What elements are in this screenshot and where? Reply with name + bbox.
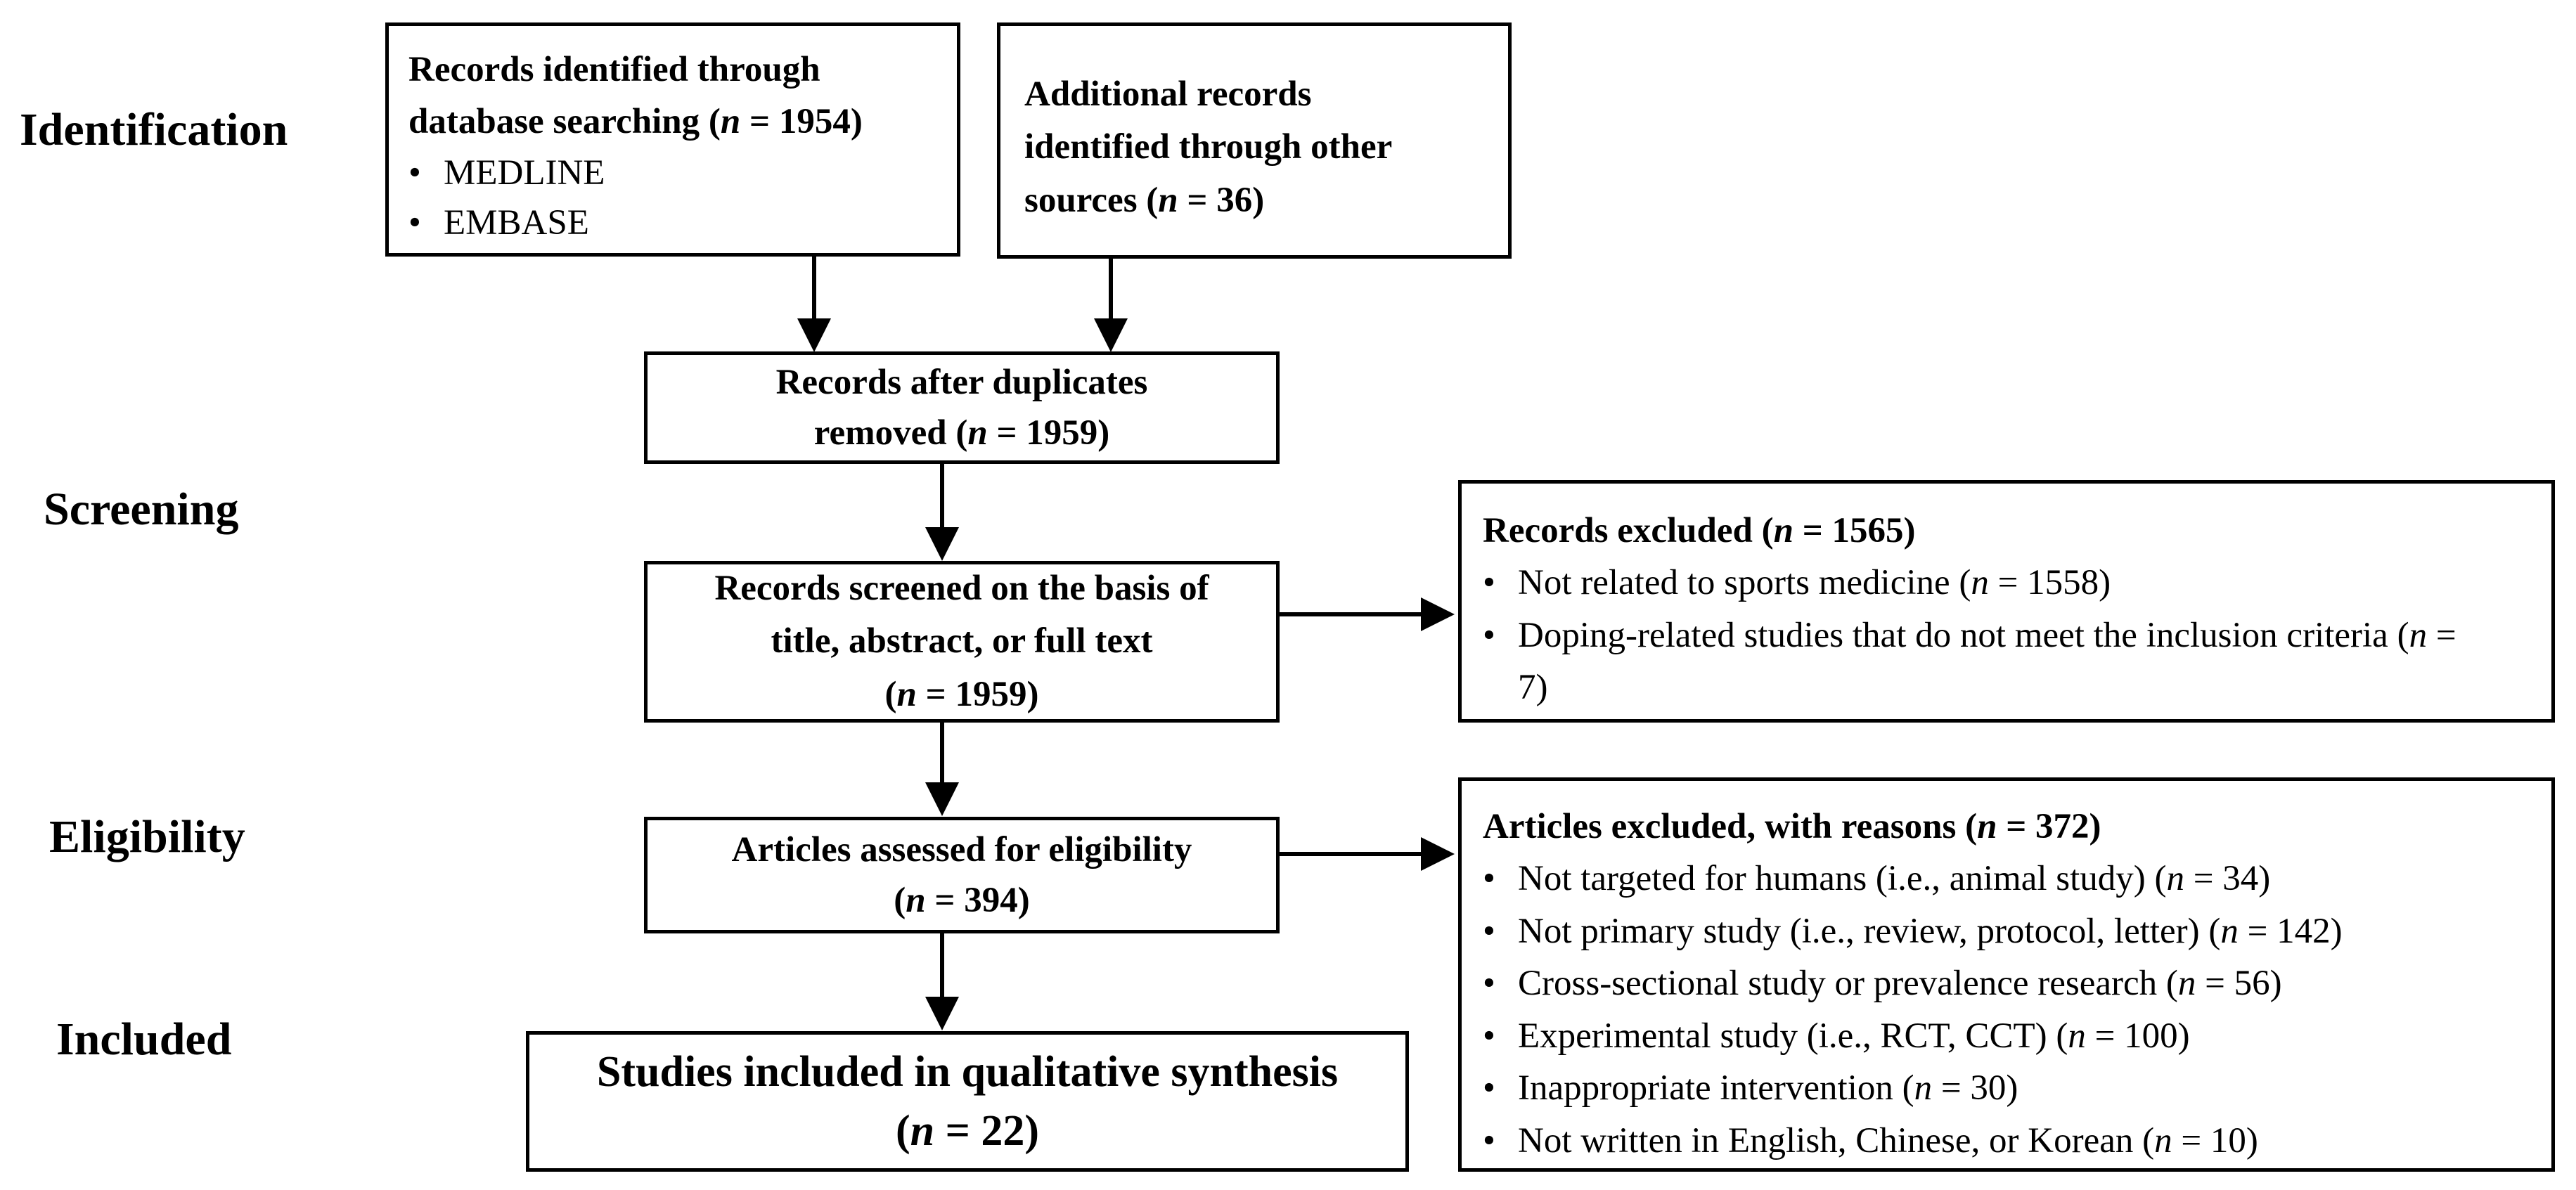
database-source-item: • EMBASE bbox=[408, 198, 957, 248]
bullet-icon: • bbox=[408, 203, 421, 243]
articles-excluded-item: • Not targeted for humans (i.e., animal … bbox=[1483, 853, 2537, 905]
n-symbol: n bbox=[2220, 911, 2239, 951]
n-symbol: n bbox=[967, 413, 988, 453]
n-symbol: n bbox=[910, 1107, 935, 1155]
bullet-icon: • bbox=[1483, 563, 1495, 603]
n-symbol: n bbox=[1158, 180, 1178, 220]
articles-excluded-item: • Not primary study (i.e., review, proto… bbox=[1483, 905, 2537, 957]
articles-excluded-heading: Articles excluded, with reasons (n = 372… bbox=[1483, 807, 2101, 846]
other-sources-box: Additional records identified through ot… bbox=[997, 22, 1512, 259]
bullet-icon: • bbox=[1483, 1016, 1495, 1056]
n-symbol: n bbox=[2068, 1016, 2086, 1056]
records-screened-box: Records screened on the basis of title, … bbox=[644, 561, 1280, 723]
stage-label-included: Included bbox=[56, 1014, 232, 1065]
other-sources-line1: Additional records bbox=[1024, 75, 1312, 114]
bullet-icon: • bbox=[1483, 911, 1495, 951]
articles-excluded-box: Articles excluded, with reasons (n = 372… bbox=[1458, 777, 2555, 1172]
other-sources-line3: sources (n = 36) bbox=[1024, 180, 1265, 220]
records-excluded-heading: Records excluded (n = 1565) bbox=[1483, 511, 1916, 550]
records-screened-line2: title, abstract, or full text bbox=[771, 621, 1153, 661]
articles-excluded-item: • Experimental study (i.e., RCT, CCT) (n… bbox=[1483, 1010, 2537, 1062]
n-symbol: n bbox=[1773, 511, 1793, 550]
records-excluded-box: Records excluded (n = 1565) • Not relate… bbox=[1458, 480, 2555, 723]
n-symbol: n bbox=[2177, 964, 2196, 1004]
articles-excluded-item: • Cross-sectional study or prevalence re… bbox=[1483, 957, 2537, 1009]
duplicates-removed-line1: Records after duplicates bbox=[775, 362, 1148, 402]
duplicates-removed-box: Records after duplicates removed (n = 19… bbox=[644, 351, 1280, 464]
bullet-icon: • bbox=[1483, 1068, 1495, 1108]
records-screened-line1: Records screened on the basis of bbox=[714, 568, 1209, 608]
eligibility-line1: Articles assessed for eligibility bbox=[731, 829, 1192, 869]
n-symbol: n bbox=[2154, 1120, 2172, 1160]
records-excluded-item: • Not related to sports medicine (n = 15… bbox=[1483, 557, 2530, 609]
database-source-embase: EMBASE bbox=[444, 203, 589, 243]
n-symbol: n bbox=[896, 674, 917, 714]
database-records-line2: database searching (n = 1954) bbox=[408, 101, 863, 141]
n-symbol: n bbox=[2166, 859, 2184, 899]
n-symbol: n bbox=[2409, 615, 2428, 655]
eligibility-line2: (n = 394) bbox=[894, 881, 1030, 920]
records-screened-line3: (n = 1959) bbox=[884, 674, 1039, 714]
bullet-icon: • bbox=[1483, 615, 1495, 655]
other-sources-line2: identified through other bbox=[1024, 127, 1393, 167]
database-records-line1: Records identified through bbox=[408, 50, 820, 89]
included-studies-line1: Studies included in qualitative synthesi… bbox=[596, 1047, 1339, 1096]
n-symbol: n bbox=[906, 881, 926, 920]
included-studies-box: Studies included in qualitative synthesi… bbox=[526, 1031, 1409, 1172]
eligibility-box: Articles assessed for eligibility (n = 3… bbox=[644, 817, 1280, 933]
stage-label-eligibility: Eligibility bbox=[49, 811, 245, 862]
other-sources-text: Additional records identified through ot… bbox=[1024, 68, 1508, 227]
bullet-icon: • bbox=[408, 153, 421, 193]
bullet-icon: • bbox=[1483, 859, 1495, 899]
duplicates-removed-line2: removed (n = 1959) bbox=[813, 413, 1110, 453]
articles-excluded-item: • Not written in English, Chinese, or Ko… bbox=[1483, 1115, 2537, 1167]
n-symbol: n bbox=[1971, 563, 1989, 603]
database-source-item: • MEDLINE bbox=[408, 148, 957, 198]
records-excluded-item: • Doping-related studies that do not mee… bbox=[1483, 609, 2530, 714]
database-records-heading: Records identified through database sear… bbox=[408, 44, 957, 148]
stage-label-screening: Screening bbox=[44, 484, 239, 535]
n-symbol: n bbox=[1977, 807, 1997, 846]
database-records-box: Records identified through database sear… bbox=[385, 22, 960, 257]
n-symbol: n bbox=[1914, 1068, 1933, 1108]
bullet-icon: • bbox=[1483, 1120, 1495, 1160]
database-source-medline: MEDLINE bbox=[444, 153, 605, 193]
stage-label-identification: Identification bbox=[20, 104, 288, 155]
articles-excluded-item: • Inappropriate intervention (n = 30) bbox=[1483, 1062, 2537, 1114]
bullet-icon: • bbox=[1483, 964, 1495, 1004]
n-symbol: n bbox=[720, 101, 741, 141]
included-studies-line2: (n = 22) bbox=[895, 1107, 1040, 1155]
